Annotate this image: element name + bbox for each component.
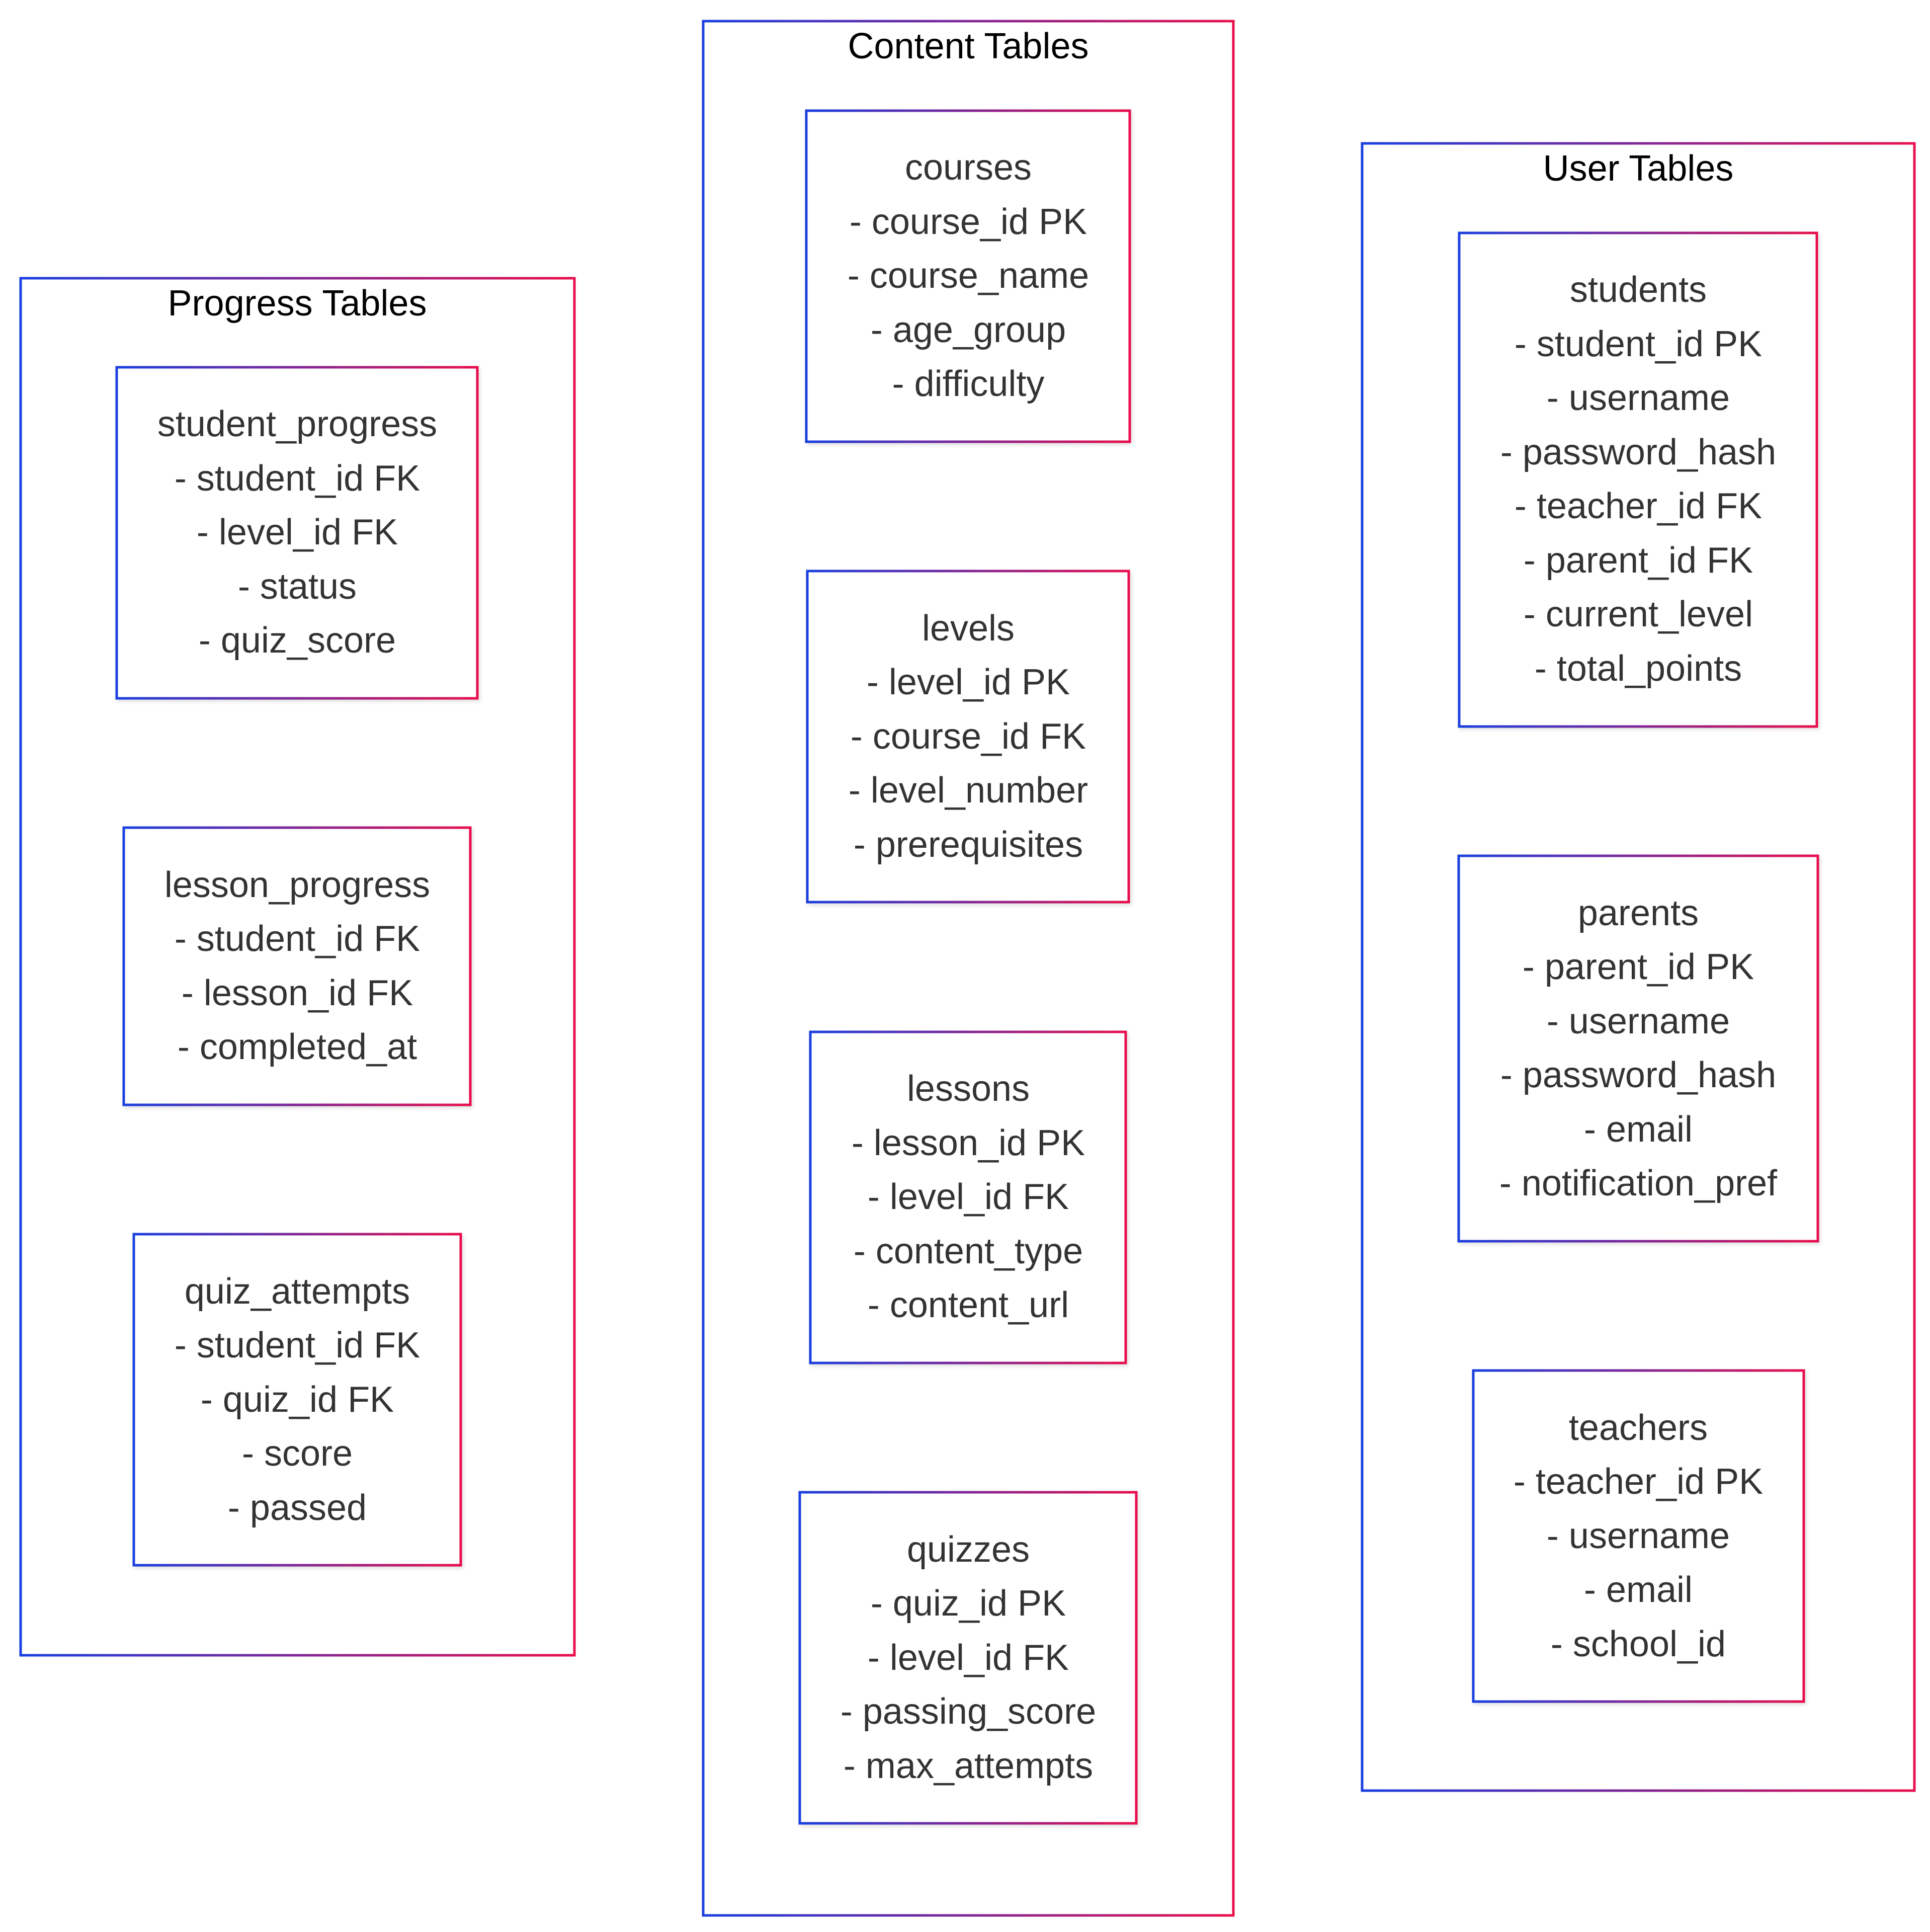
table-teachers[interactable]: teachers - teacher_id PK - username - em… bbox=[1472, 1369, 1805, 1703]
table-field: - content_type bbox=[854, 1231, 1083, 1271]
table-field: - course_id FK bbox=[851, 716, 1086, 757]
table-field: - course_name bbox=[848, 256, 1089, 296]
table-field: - course_id PK bbox=[850, 202, 1087, 242]
table-levels[interactable]: levels - level_id PK - course_id FK - le… bbox=[806, 570, 1130, 904]
table-field: - teacher_id FK bbox=[1515, 486, 1762, 526]
table-field: - level_id FK bbox=[197, 512, 398, 552]
group-frame bbox=[19, 277, 576, 1657]
table-field: - quiz_id FK bbox=[201, 1380, 394, 1420]
table-field: - lesson_id PK bbox=[852, 1123, 1085, 1163]
table-courses[interactable]: courses - course_id PK - course_name - a… bbox=[805, 109, 1131, 443]
table-box bbox=[115, 366, 479, 700]
table-field: - school_id bbox=[1551, 1624, 1726, 1664]
table-quizzes[interactable]: quizzes - quiz_id PK - level_id FK - pas… bbox=[798, 1491, 1138, 1825]
group-title: Content Tables bbox=[848, 26, 1088, 66]
table-name: parents bbox=[1578, 893, 1699, 933]
table-parents[interactable]: parents - parent_id PK - username - pass… bbox=[1457, 854, 1819, 1243]
table-field: - age_group bbox=[871, 310, 1066, 350]
table-field: - level_id FK bbox=[868, 1177, 1069, 1217]
table-box bbox=[805, 109, 1131, 443]
group-content-tables: Content Tables courses - course_id PK - … bbox=[702, 20, 1235, 1917]
table-field: - prerequisites bbox=[854, 825, 1083, 865]
table-field: - level_id PK bbox=[867, 662, 1070, 702]
table-field: - parent_id PK bbox=[1523, 947, 1754, 987]
table-field: - score bbox=[242, 1433, 353, 1474]
table-field: - total_points bbox=[1535, 649, 1742, 689]
table-field: - level_number bbox=[849, 770, 1088, 811]
table-box bbox=[122, 826, 472, 1106]
table-field: - password_hash bbox=[1500, 1055, 1776, 1095]
table-field: - max_attempts bbox=[844, 1746, 1093, 1786]
group-frame bbox=[702, 20, 1235, 1917]
group-user-tables: User Tables students - student_id PK - u… bbox=[1361, 142, 1916, 1792]
table-name: quiz_attempts bbox=[185, 1271, 410, 1312]
group-title: Progress Tables bbox=[168, 283, 427, 324]
table-field: - status bbox=[238, 567, 357, 607]
table-field: - student_id PK bbox=[1515, 324, 1762, 364]
table-field: - passed bbox=[228, 1488, 367, 1528]
table-field: - difficulty bbox=[892, 364, 1045, 404]
table-field: - notification_pref bbox=[1499, 1163, 1778, 1203]
table-field: - quiz_score bbox=[199, 620, 396, 661]
table-field: - username bbox=[1547, 378, 1730, 418]
table-name: lessons bbox=[907, 1069, 1030, 1109]
table-name: courses bbox=[905, 147, 1032, 188]
table-field: - student_id FK bbox=[175, 458, 420, 499]
table-box bbox=[1458, 231, 1818, 728]
table-name: quizzes bbox=[907, 1530, 1030, 1570]
group-progress-tables: Progress Tables student_progress - stude… bbox=[19, 277, 576, 1657]
table-field: - current_level bbox=[1524, 594, 1753, 634]
table-name: student_progress bbox=[157, 404, 437, 444]
table-field: - parent_id FK bbox=[1524, 540, 1753, 581]
table-students[interactable]: students - student_id PK - username - pa… bbox=[1458, 231, 1818, 728]
table-field: - teacher_id PK bbox=[1514, 1462, 1763, 1502]
table-name: lesson_progress bbox=[164, 865, 430, 905]
table-box bbox=[798, 1491, 1138, 1825]
table-lesson-progress[interactable]: lesson_progress - student_id FK - lesson… bbox=[122, 826, 472, 1106]
table-box bbox=[1457, 854, 1819, 1243]
table-field: - content_url bbox=[868, 1285, 1069, 1325]
table-field: - quiz_id PK bbox=[871, 1583, 1066, 1624]
table-box bbox=[809, 1030, 1127, 1364]
table-field: - student_id FK bbox=[175, 919, 420, 959]
table-name: levels bbox=[922, 608, 1015, 649]
table-lessons[interactable]: lessons - lesson_id PK - level_id FK - c… bbox=[809, 1030, 1127, 1364]
group-title: User Tables bbox=[1543, 148, 1734, 189]
table-student-progress[interactable]: student_progress - student_id FK - level… bbox=[115, 366, 479, 700]
table-field: - lesson_id FK bbox=[182, 973, 413, 1013]
table-field: - username bbox=[1547, 1001, 1730, 1041]
table-name: students bbox=[1570, 270, 1707, 310]
table-box bbox=[806, 570, 1130, 904]
table-field: - email bbox=[1584, 1109, 1693, 1150]
table-box bbox=[1472, 1369, 1805, 1703]
table-field: - passing_score bbox=[841, 1692, 1096, 1732]
table-field: - level_id FK bbox=[868, 1638, 1069, 1678]
group-frame bbox=[1361, 142, 1916, 1792]
table-field: - username bbox=[1547, 1516, 1730, 1556]
table-field: - password_hash bbox=[1500, 432, 1776, 472]
table-quiz-attempts[interactable]: quiz_attempts - student_id FK - quiz_id … bbox=[132, 1233, 462, 1567]
table-box bbox=[132, 1233, 462, 1567]
table-name: teachers bbox=[1569, 1408, 1708, 1448]
table-field: - student_id FK bbox=[175, 1325, 420, 1365]
table-field: - completed_at bbox=[178, 1027, 417, 1067]
table-field: - email bbox=[1584, 1570, 1693, 1610]
